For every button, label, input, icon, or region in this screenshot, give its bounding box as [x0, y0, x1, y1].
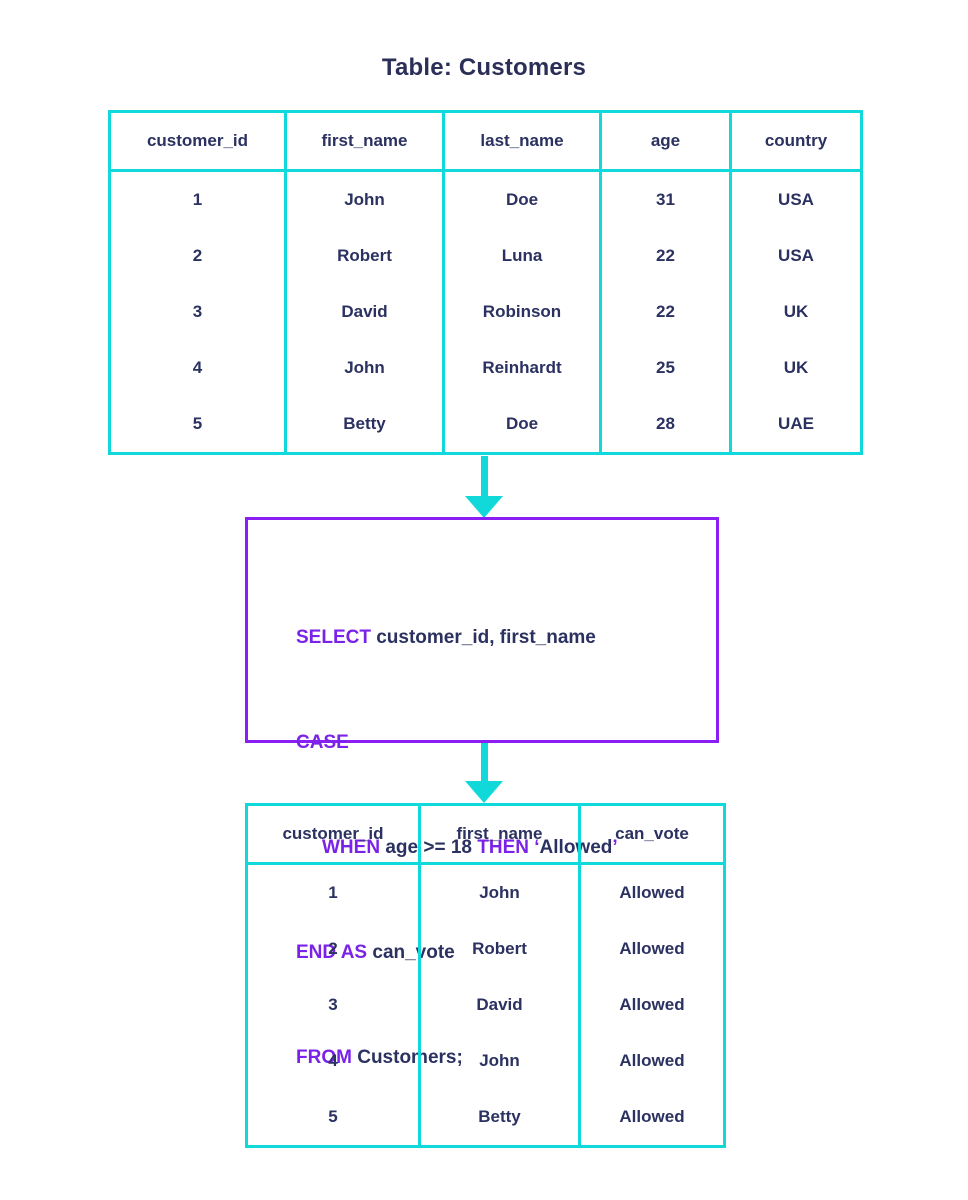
table-header-row: customer_id first_name last_name age cou… [108, 110, 863, 172]
sql-line-case: CASE [296, 725, 716, 760]
cell-customer-id: 3 [245, 977, 421, 1033]
sql-query-box: SELECT customer_id, first_name CASE WHEN… [245, 517, 719, 1068]
sql-keyword-case: CASE [296, 732, 349, 753]
cell-customer-id: 4 [108, 340, 287, 396]
cell-last-name: Doe [442, 396, 602, 455]
cell-age: 25 [599, 340, 732, 396]
column-header-first-name: first_name [284, 110, 445, 172]
flow-arrow-down-icon [0, 456, 968, 520]
cell-first-name: Betty [418, 1089, 581, 1148]
cell-customer-id: 1 [245, 863, 421, 921]
table-row: 5 Betty Allowed [245, 1089, 726, 1148]
result-table: customer_id first_name can_vote 1 John A… [245, 803, 726, 1148]
arrow-shaft [481, 456, 488, 498]
table-row: 2 Robert Luna 22 USA [108, 228, 863, 284]
cell-customer-id: 2 [245, 921, 421, 977]
table-row: 1 John Doe 31 USA [108, 170, 863, 228]
cell-can-vote: Allowed [578, 921, 726, 977]
table-row: 4 John Allowed [245, 1033, 726, 1089]
cell-first-name: David [418, 977, 581, 1033]
cell-first-name: John [418, 863, 581, 921]
table-row: 3 David Allowed [245, 977, 726, 1033]
table-header-row: customer_id first_name can_vote [245, 803, 726, 865]
cell-can-vote: Allowed [578, 977, 726, 1033]
cell-age: 22 [599, 284, 732, 340]
arrow-head [465, 496, 503, 518]
cell-first-name: John [284, 170, 445, 228]
cell-first-name: Betty [284, 396, 445, 455]
cell-country: UAE [729, 396, 863, 455]
cell-customer-id: 2 [108, 228, 287, 284]
cell-first-name: Robert [418, 921, 581, 977]
table-row: 3 David Robinson 22 UK [108, 284, 863, 340]
cell-age: 22 [599, 228, 732, 284]
sql-line-select: SELECT customer_id, first_name [296, 620, 716, 655]
table-row: 1 John Allowed [245, 863, 726, 921]
table-row: 2 Robert Allowed [245, 921, 726, 977]
cell-customer-id: 5 [245, 1089, 421, 1148]
cell-country: UK [729, 284, 863, 340]
cell-customer-id: 1 [108, 170, 287, 228]
cell-last-name: Robinson [442, 284, 602, 340]
cell-customer-id: 5 [108, 396, 287, 455]
cell-last-name: Doe [442, 170, 602, 228]
cell-customer-id: 4 [245, 1033, 421, 1089]
cell-country: USA [729, 170, 863, 228]
cell-can-vote: Allowed [578, 863, 726, 921]
page-title: Table: Customers [381, 54, 587, 81]
column-header-last-name: last_name [442, 110, 602, 172]
cell-can-vote: Allowed [578, 1089, 726, 1148]
cell-first-name: Robert [284, 228, 445, 284]
cell-first-name: John [418, 1033, 581, 1089]
cell-customer-id: 3 [108, 284, 287, 340]
sql-select-columns: customer_id, first_name [370, 627, 596, 648]
cell-first-name: John [284, 340, 445, 396]
column-header-first-name: first_name [418, 803, 581, 865]
column-header-can-vote: can_vote [578, 803, 726, 865]
cell-can-vote: Allowed [578, 1033, 726, 1089]
cell-first-name: David [284, 284, 445, 340]
cell-last-name: Luna [442, 228, 602, 284]
cell-last-name: Reinhardt [442, 340, 602, 396]
cell-country: UK [729, 340, 863, 396]
source-table: customer_id first_name last_name age cou… [108, 110, 863, 455]
column-header-customer-id: customer_id [108, 110, 287, 172]
column-header-country: country [729, 110, 863, 172]
cell-age: 31 [599, 170, 732, 228]
column-header-customer-id: customer_id [245, 803, 421, 865]
table-row: 5 Betty Doe 28 UAE [108, 396, 863, 455]
cell-country: USA [729, 228, 863, 284]
column-header-age: age [599, 110, 732, 172]
sql-keyword-select: SELECT [296, 627, 371, 648]
table-row: 4 John Reinhardt 25 UK [108, 340, 863, 396]
cell-age: 28 [599, 396, 732, 455]
